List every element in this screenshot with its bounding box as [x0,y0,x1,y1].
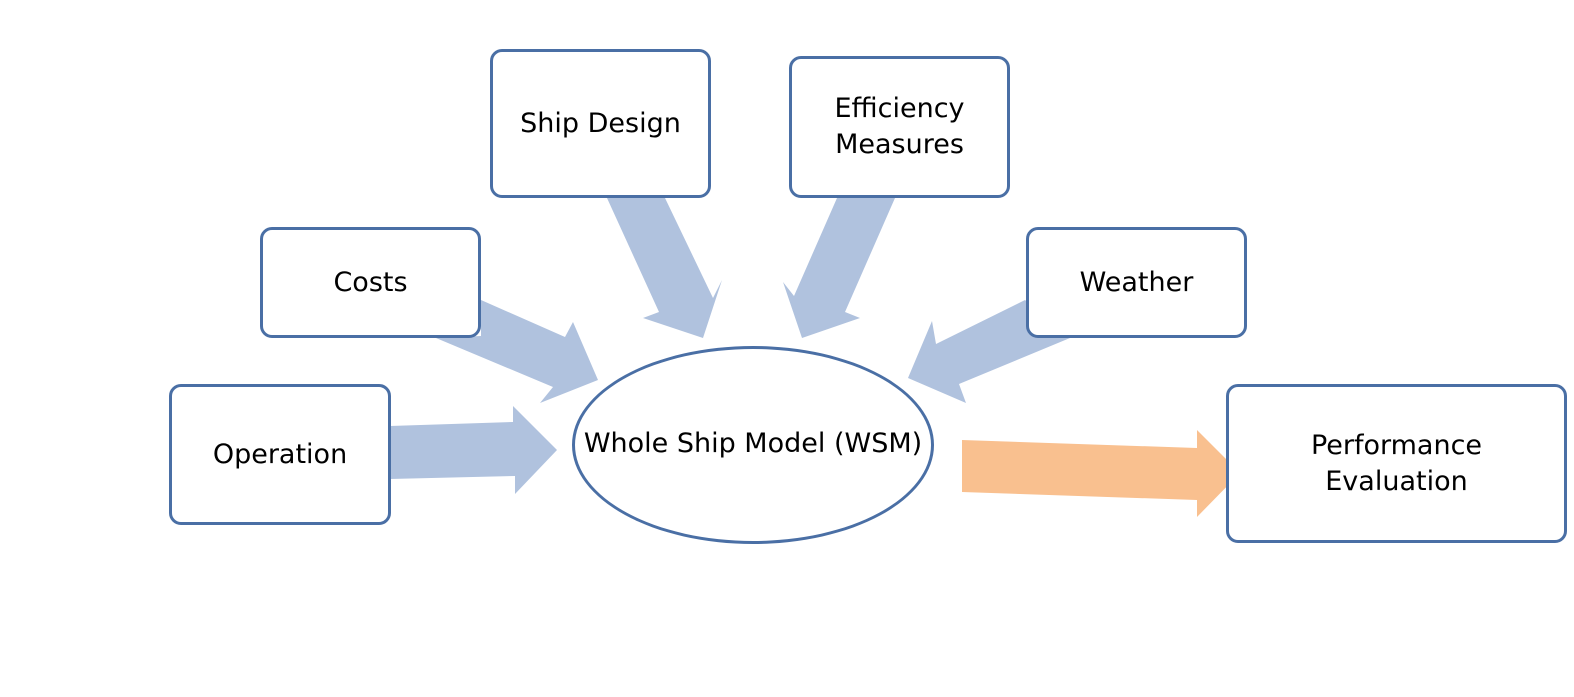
performance-line-2: Evaluation [1325,465,1468,497]
arrow-wsm-to-performance [962,430,1240,517]
box-weather: Weather [1026,227,1247,338]
ellipse-whole-ship-model-label: Whole Ship Model (WSM) [584,426,922,462]
box-costs-label: Costs [333,265,407,301]
box-costs: Costs [260,227,481,338]
arrow-ship-design-to-wsm [607,198,722,338]
performance-line-1: Performance [1310,429,1483,461]
box-ship-design-label: Ship Design [520,106,681,142]
wsm-line-1: Whole Ship Model [583,428,826,459]
box-operation-label: Operation [213,437,347,473]
box-performance-evaluation: Performance Evaluation [1226,384,1567,543]
box-efficiency-measures: Efficiency Measures [789,56,1010,198]
arrow-costs-to-wsm [436,300,598,403]
operation-line-1: Operation [212,438,348,470]
box-weather-label: Weather [1080,265,1194,301]
wsm-line-2: (WSM) [833,428,923,459]
arrow-efficiency-to-wsm [783,198,895,338]
efficiency-measures-line-1: Efficiency [834,93,965,124]
costs-line-1: Costs [333,266,408,298]
weather-line-1: Weather [1079,266,1194,298]
ellipse-whole-ship-model: Whole Ship Model (WSM) [572,346,934,544]
arrow-operation-to-wsm [390,406,557,494]
box-operation: Operation [169,384,391,525]
box-performance-evaluation-label: Performance Evaluation [1311,428,1482,500]
efficiency-measures-line-2: Measures [835,129,964,160]
box-efficiency-measures-label: Efficiency Measures [834,91,964,163]
ship-design-line-1: Ship Design [520,107,681,139]
box-ship-design: Ship Design [490,49,711,198]
